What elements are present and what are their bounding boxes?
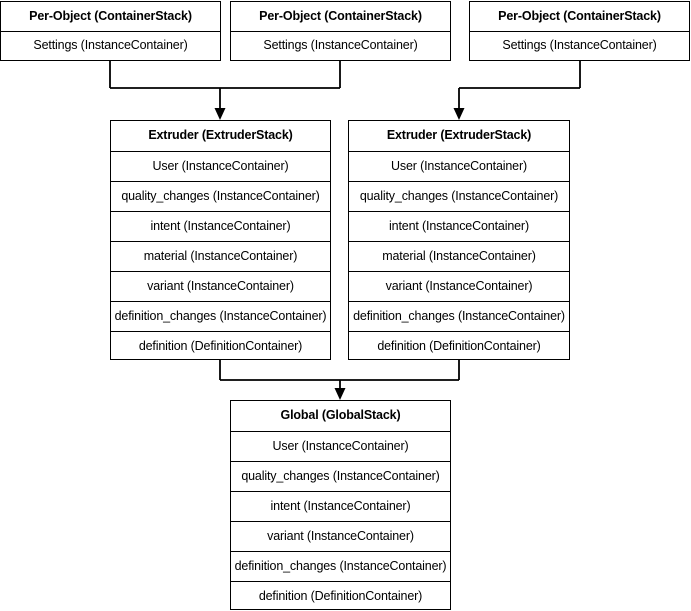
global-stack-row-quality-changes: quality_changes (InstanceContainer)	[231, 461, 450, 491]
extruder-stack-1-row-definition: definition (DefinitionContainer)	[111, 331, 330, 361]
extruder-stack-1-row-variant: variant (InstanceContainer)	[111, 271, 330, 301]
extruder-stack-1-row-definition-changes: definition_changes (InstanceContainer)	[111, 301, 330, 331]
connector-bus-to-extruder-1	[110, 87, 340, 120]
global-stack-row-definition: definition (DefinitionContainer)	[231, 581, 450, 611]
arrowhead-global-icon	[334, 388, 346, 400]
extruder-stack-2[interactable]: Extruder (ExtruderStack) User (InstanceC…	[348, 120, 570, 360]
extruder-stack-2-row-intent: intent (InstanceContainer)	[349, 211, 569, 241]
per-object-stack-3-header: Per-Object (ContainerStack)	[498, 8, 661, 23]
per-object-stack-3-row-settings: Settings (InstanceContainer)	[470, 31, 689, 60]
connector-per-object-3-to-extruder-2	[453, 61, 581, 120]
extruder-stack-1-header: Extruder (ExtruderStack)	[148, 128, 293, 143]
global-stack-row-variant: variant (InstanceContainer)	[231, 521, 450, 551]
per-object-stack-3[interactable]: Per-Object (ContainerStack) Settings (In…	[469, 1, 690, 61]
per-object-stack-2-row-settings: Settings (InstanceContainer)	[231, 31, 450, 60]
per-object-stack-2-header: Per-Object (ContainerStack)	[259, 8, 422, 23]
extruder-stack-1-row-material: material (InstanceContainer)	[111, 241, 330, 271]
extruder-stack-2-header: Extruder (ExtruderStack)	[386, 128, 532, 143]
per-object-stack-2[interactable]: Per-Object (ContainerStack) Settings (In…	[230, 1, 451, 61]
arrowhead-extruder-1-icon	[214, 108, 226, 120]
extruder-stack-1-row-intent: intent (InstanceContainer)	[111, 211, 330, 241]
extruder-stack-2-row-material: material (InstanceContainer)	[349, 241, 569, 271]
extruder-stack-2-row-variant: variant (InstanceContainer)	[349, 271, 569, 301]
global-stack[interactable]: Global (GlobalStack) User (InstanceConta…	[230, 400, 451, 610]
per-object-stack-1-row-settings: Settings (InstanceContainer)	[1, 31, 220, 60]
extruder-stack-2-row-definition: definition (DefinitionContainer)	[349, 331, 569, 361]
global-stack-row-user: User (InstanceContainer)	[231, 431, 450, 461]
extruder-stack-1-row-user: User (InstanceContainer)	[111, 151, 330, 181]
arrowhead-extruder-2-icon	[453, 108, 465, 120]
extruder-stack-2-row-user: User (InstanceContainer)	[349, 151, 569, 181]
global-stack-header: Global (GlobalStack)	[280, 408, 401, 423]
connector-bus-to-global	[220, 379, 459, 400]
extruder-stack-2-row-definition-changes: definition_changes (InstanceContainer)	[349, 301, 569, 331]
extruder-stack-1[interactable]: Extruder (ExtruderStack) User (InstanceC…	[110, 120, 331, 360]
global-stack-row-definition-changes: definition_changes (InstanceContainer)	[231, 551, 450, 581]
global-stack-row-intent: intent (InstanceContainer)	[231, 491, 450, 521]
per-object-stack-1[interactable]: Per-Object (ContainerStack) Settings (In…	[0, 1, 221, 61]
per-object-stack-1-header: Per-Object (ContainerStack)	[29, 8, 192, 23]
extruder-stack-1-row-quality-changes: quality_changes (InstanceContainer)	[111, 181, 330, 211]
extruder-stack-2-row-quality-changes: quality_changes (InstanceContainer)	[349, 181, 569, 211]
